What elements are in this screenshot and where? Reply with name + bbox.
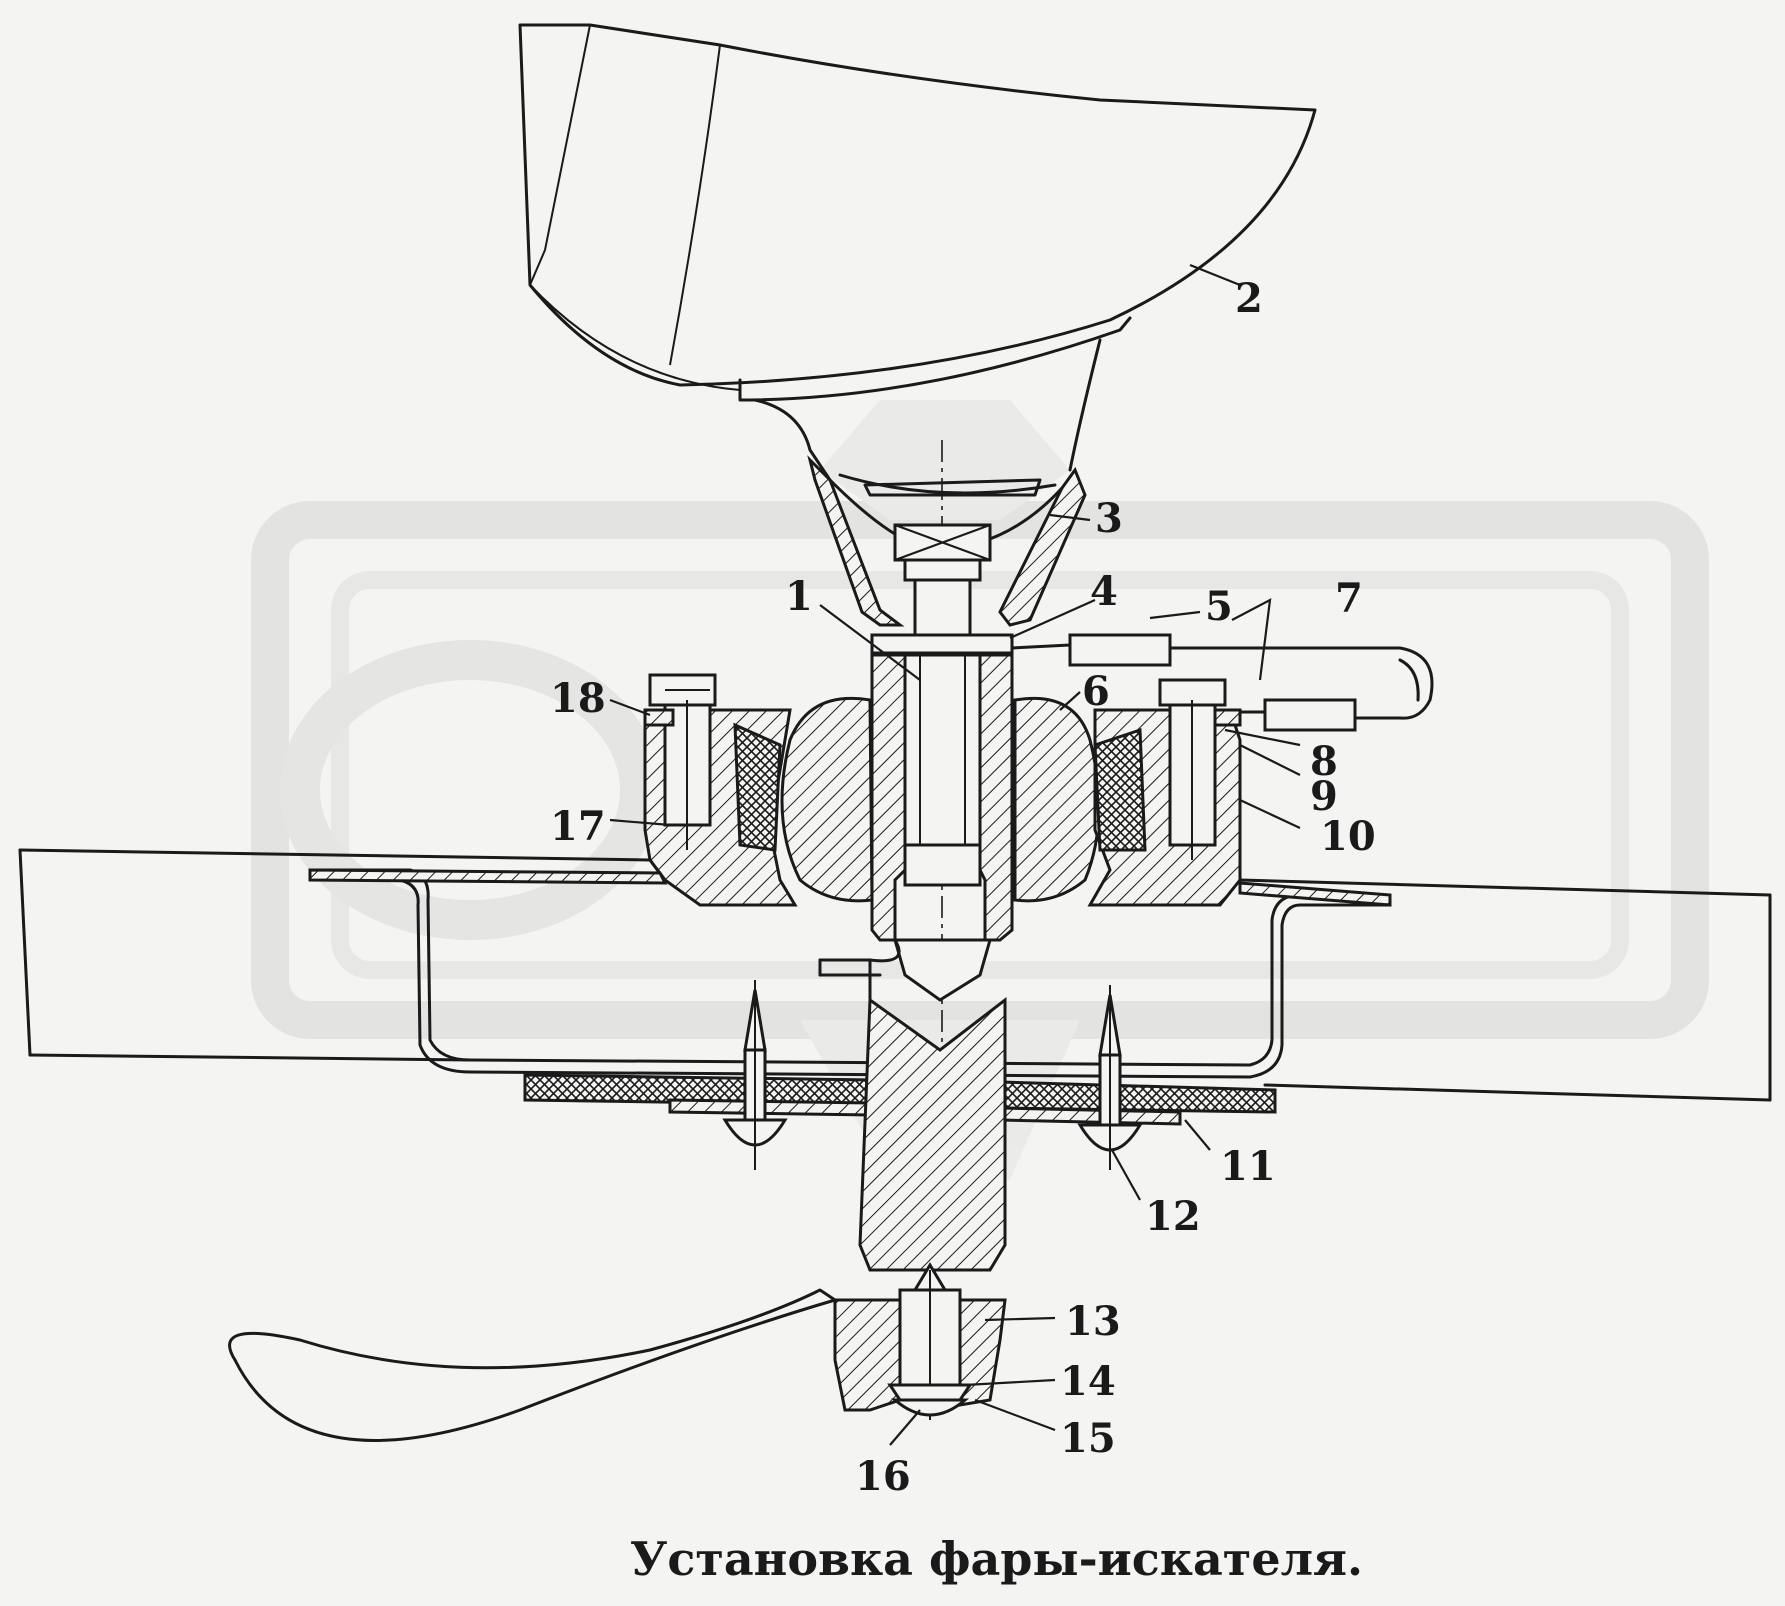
headlight-body [518,23,1317,482]
callout-7: 7 [1335,575,1363,622]
callout-16: 16 [855,1453,911,1500]
callout-14: 14 [1060,1358,1116,1405]
callout-1: 1 [785,573,813,620]
lower-shaft [818,938,1007,1272]
mount-housing-left [643,673,798,907]
callout-2: 2 [1235,275,1263,322]
callout-12: 12 [1145,1193,1201,1240]
stud-nut [893,523,992,637]
mount-housing-right [1087,678,1242,907]
diagram-caption: Установка фары-искателя. [630,1532,1363,1586]
callout-3: 3 [1095,495,1123,542]
callout-8: 8 [1310,738,1338,785]
rivet-left [722,980,788,1170]
handle-grip [228,1262,1007,1442]
callout-labels: 2 3 4 5 7 1 6 8 9 10 11 12 13 14 15 16 1… [550,275,1376,1500]
callout-15: 15 [1060,1415,1116,1462]
callout-5: 5 [1205,583,1233,630]
callout-17: 17 [550,803,606,850]
callout-11: 11 [1220,1143,1276,1190]
gasket-pad [523,1073,1277,1126]
rubber-ring [780,696,1101,903]
rivet-right [1077,985,1143,1170]
callout-18: 18 [550,675,606,722]
callout-4: 4 [1090,568,1118,615]
callout-13: 13 [1065,1298,1121,1345]
callout-6: 6 [1082,668,1110,715]
callout-10: 10 [1320,813,1376,860]
pivot-sleeve [870,653,1014,942]
leader-lines [609,263,1301,1446]
contact-plate [870,633,1434,732]
roof-recess [308,868,1392,1079]
callout-9: 9 [1310,773,1338,820]
